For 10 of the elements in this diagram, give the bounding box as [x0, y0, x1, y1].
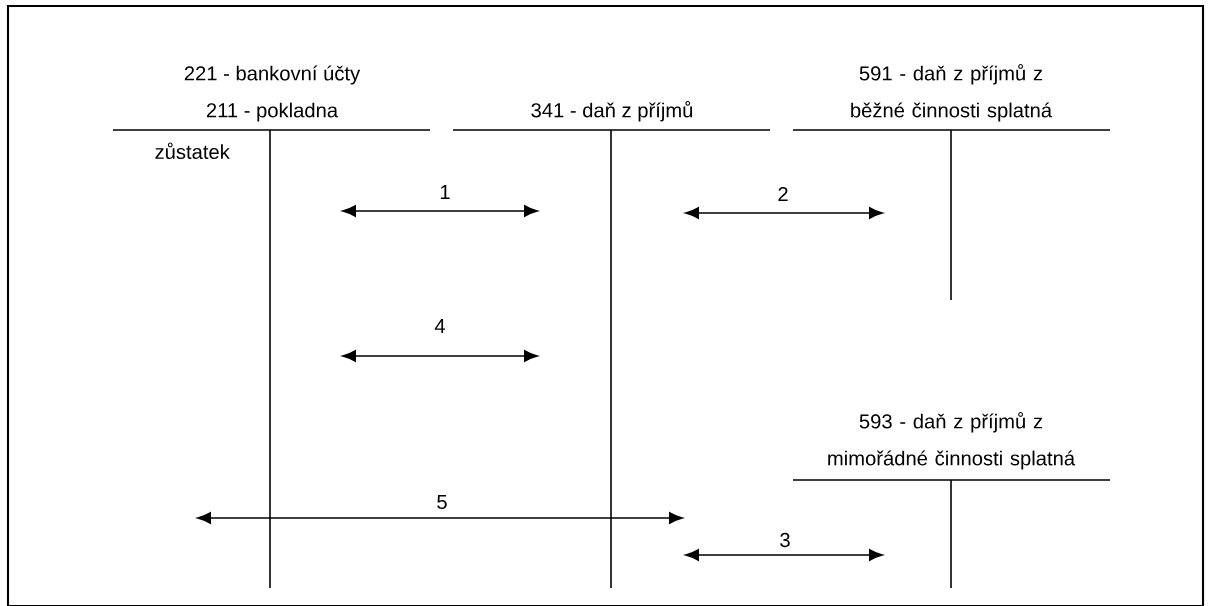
- posting-number: 3: [780, 532, 790, 548]
- account-heading: 221 - bankovní účty 211 - pokladna: [184, 65, 361, 122]
- posting-number: 5: [437, 494, 447, 510]
- account-heading: 591 - daň z příjmů z běžné činnosti splatná: [851, 64, 1053, 122]
- posting-number: 4: [434, 319, 446, 333]
- posting-number: 2: [778, 186, 788, 202]
- account-heading: 593 - daň z příjmů z mimořádné činnosti splatná: [828, 412, 1076, 470]
- balance-label: zůstatek: [155, 142, 230, 160]
- posting-number: 1: [440, 185, 450, 199]
- account-heading: 341 - daň z příjmů: [531, 100, 693, 122]
